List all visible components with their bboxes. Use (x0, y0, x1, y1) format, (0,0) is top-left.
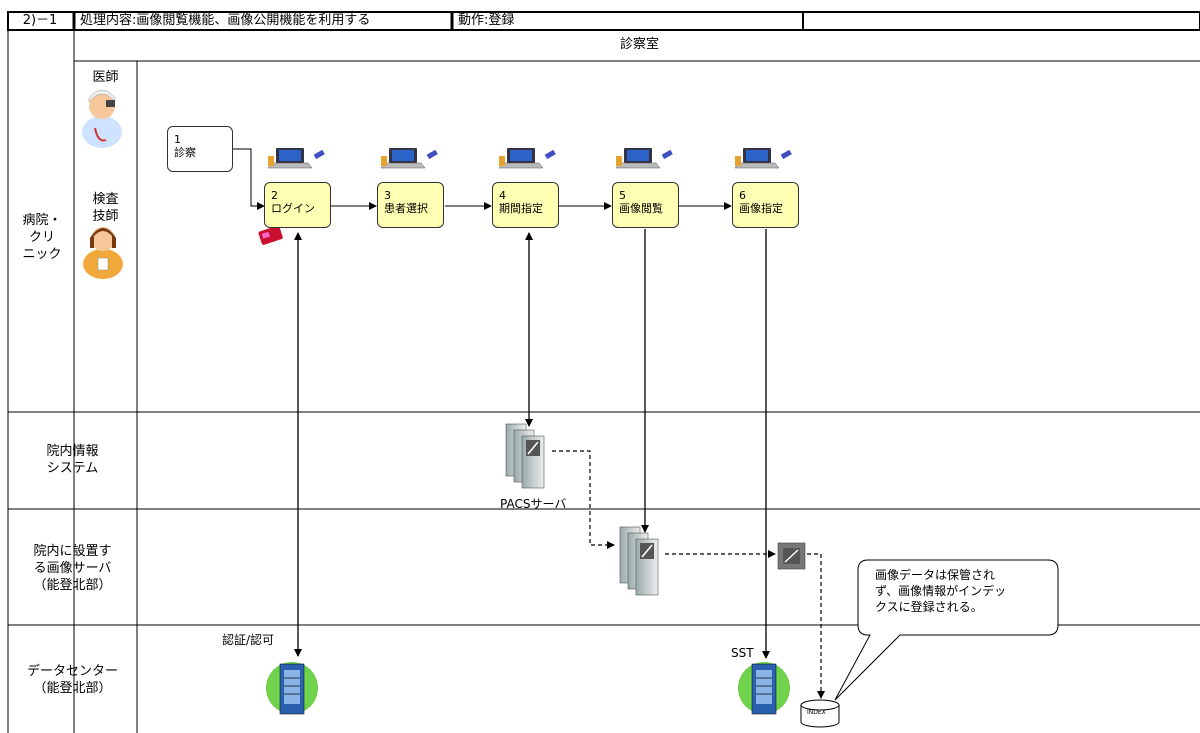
step-number: 1 (174, 133, 228, 146)
step-label: ログイン (271, 202, 326, 215)
index-module-icon (778, 543, 805, 569)
index-db-label: INDEX (807, 709, 826, 717)
lane-hospital-info-system: 院内情報 システム (8, 443, 137, 477)
section-number: 2)－1 (10, 12, 70, 30)
callout-text: 画像データは保管され ず、画像情報がインデッ クスに登録される。 (875, 567, 1006, 615)
image-server-icon (620, 527, 658, 595)
process-title: 処理内容:画像閲覧機能、画像公開機能を利用する (76, 12, 370, 30)
step-number: 3 (384, 189, 439, 202)
datacenter-server-auth-icon (266, 662, 318, 714)
step-1-exam: 1 診察 (167, 126, 233, 172)
lane-hospital-clinic: 病院・ クリ ニック (14, 212, 70, 263)
step-5-image-view: 5 画像閲覧 (612, 182, 679, 228)
step-label: 患者選択 (384, 202, 439, 215)
step-label: 期間指定 (499, 202, 554, 215)
step-number: 6 (739, 189, 794, 202)
step-label: 診察 (174, 146, 228, 159)
step-3-patient-select: 3 患者選択 (377, 182, 444, 228)
datacenter-server-sst-icon (738, 662, 790, 714)
lane-data-center: データセンター （能登北部） (8, 663, 137, 697)
dashed-links (552, 451, 821, 698)
step-number: 2 (271, 189, 326, 202)
id-card-icon (258, 225, 283, 245)
column-header-exam-room: 診察室 (620, 37, 659, 53)
step-label: 画像指定 (739, 202, 794, 215)
step-2-login: 2 ログイン (264, 182, 331, 228)
lane-in-hospital-image-server: 院内に設置す る画像サーバ （能登北部） (8, 543, 137, 594)
pacs-server-label: PACSサーバ (500, 496, 566, 512)
step-number: 4 (499, 189, 554, 202)
step-label: 画像閲覧 (619, 202, 674, 215)
doctor-icon (82, 90, 122, 148)
action-title: 動作:登録 (454, 12, 514, 30)
step-6-image-select: 6 画像指定 (732, 182, 799, 228)
device-icons (268, 148, 792, 168)
pacs-server-icon (506, 424, 544, 488)
auth-label: 認証/認可 (222, 632, 274, 648)
step-4-period-select: 4 期間指定 (492, 182, 559, 228)
actor-doctor-label: 医師 (74, 69, 137, 86)
actor-technician-label: 検査 技師 (74, 191, 137, 225)
step-number: 5 (619, 189, 674, 202)
technician-icon (83, 227, 123, 279)
sst-label: SST (731, 645, 754, 661)
